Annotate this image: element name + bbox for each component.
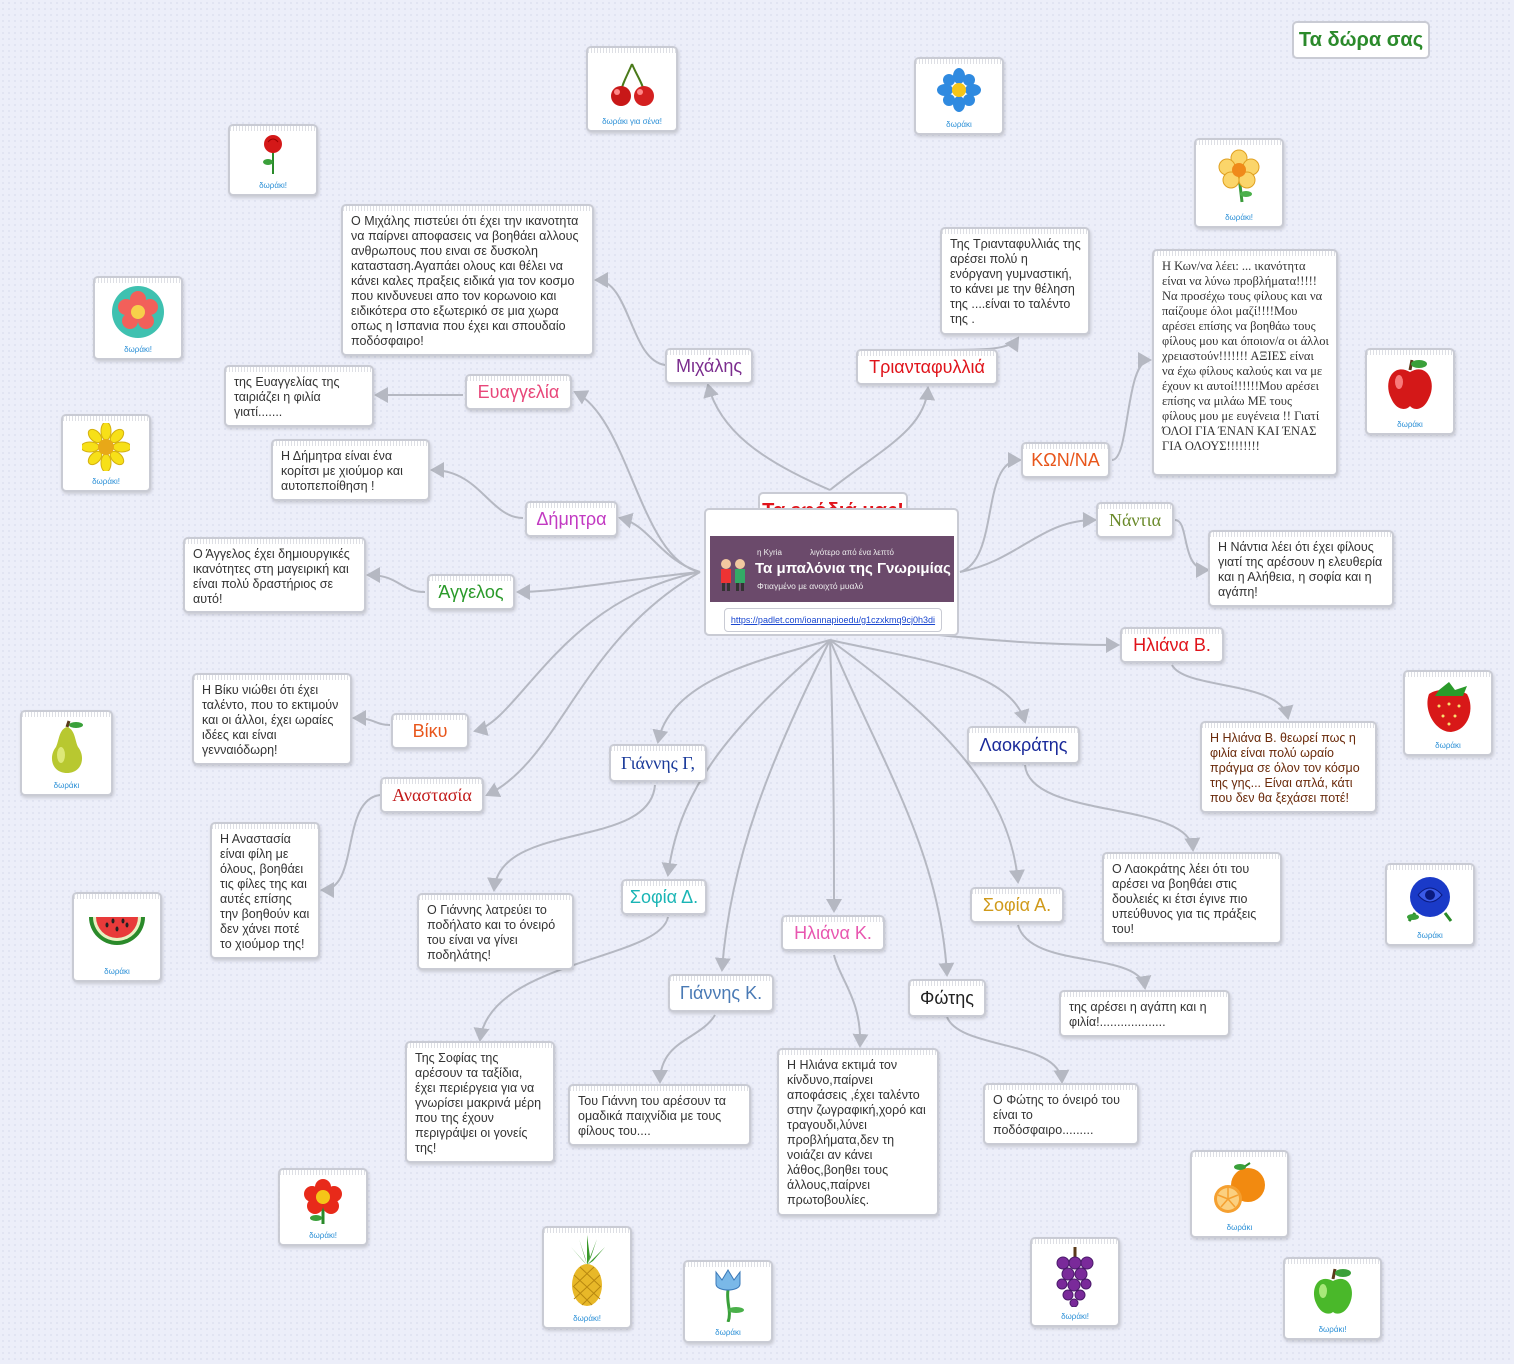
name-sofia-a[interactable]: Σοφία Α. bbox=[970, 887, 1064, 923]
gift-caption: δωράκι! bbox=[309, 1231, 337, 1240]
gift-caption: δωράκι! bbox=[573, 1314, 601, 1323]
gift-strawberry[interactable]: δωράκι bbox=[1403, 670, 1493, 756]
gift-caption: δωράκι bbox=[1226, 1223, 1253, 1232]
gift-caption: δωράκι bbox=[104, 967, 130, 976]
gift-tulip[interactable]: δωράκι bbox=[683, 1260, 773, 1343]
blue-rose-icon bbox=[1407, 877, 1453, 922]
note-giannis-g[interactable]: Ο Γιάννης λατρεύει το ποδήλατο και το όν… bbox=[417, 893, 574, 970]
red-flower-icon bbox=[304, 1178, 342, 1224]
gift-caption: δωράκι! bbox=[92, 477, 120, 486]
grapes-icon bbox=[1056, 1246, 1094, 1307]
cherries-icon bbox=[611, 63, 654, 106]
banner-subtitle: Φτιαγμένο με ανοιχτό μυαλό bbox=[757, 581, 864, 591]
center-padlet-card[interactable]: η Kyria λιγότερο από ένα λεπτό Τα μπαλόν… bbox=[704, 508, 959, 636]
banner-time: λιγότερο από ένα λεπτό bbox=[810, 548, 894, 557]
gift-caption: δωράκι bbox=[53, 781, 80, 790]
gift-rose[interactable]: δωράκι! bbox=[228, 124, 318, 196]
banner-name: Τα μπαλόνια της Γνωριμίας bbox=[755, 560, 951, 577]
note-sofia-a[interactable]: της αρέσει η αγάπη και η φιλία!.........… bbox=[1059, 990, 1230, 1037]
note-fotis[interactable]: Ο Φώτης το όνειρό του είναι το ποδόσφαιρ… bbox=[983, 1083, 1139, 1145]
gift-apple[interactable]: δωράκι bbox=[1365, 348, 1455, 435]
gift-grapes[interactable]: δωράκι! bbox=[1030, 1237, 1120, 1327]
pineapple-icon bbox=[571, 1235, 605, 1306]
gifts-title[interactable]: Τα δώρα σας bbox=[1292, 21, 1430, 59]
name-kona[interactable]: ΚΩΝ/ΝΑ bbox=[1021, 442, 1110, 478]
name-anastasia[interactable]: Αναστασία bbox=[380, 777, 484, 813]
gift-caption: δωράκι για σένα! bbox=[602, 117, 662, 126]
gift-caption: δωράκι bbox=[946, 120, 972, 129]
gift-caption: δωράκι! bbox=[1061, 1312, 1089, 1321]
name-triantafyllia[interactable]: Τριανταφυλλιά bbox=[856, 349, 998, 385]
name-iliana-k[interactable]: Ηλιάνα Κ. bbox=[781, 915, 885, 951]
blue-tulip-icon bbox=[715, 1269, 744, 1322]
gift-caption: δωράκι bbox=[715, 1328, 741, 1337]
gift-red-flower[interactable]: δωράκι! bbox=[278, 1168, 368, 1246]
name-sofia-d[interactable]: Σοφία Δ. bbox=[621, 879, 707, 915]
note-dimitra[interactable]: Η Δήμητρα είναι ένα κορίτσι με χιούμορ κ… bbox=[271, 439, 430, 501]
gift-caption: δωράκι! bbox=[259, 181, 287, 190]
note-anastasia[interactable]: Η Αναστασία είναι φίλη με όλους, βοηθάει… bbox=[210, 822, 320, 959]
pink-flower-icon bbox=[112, 285, 164, 338]
watermelon-icon bbox=[89, 916, 145, 945]
rose-icon bbox=[263, 134, 282, 174]
orange-icon bbox=[1213, 1161, 1265, 1213]
name-giannis-k[interactable]: Γιάννης Κ. bbox=[668, 974, 774, 1012]
children-icon bbox=[721, 559, 745, 591]
gift-blue-rose[interactable]: δωράκι bbox=[1385, 863, 1475, 946]
note-michalis[interactable]: Ο Μιχάλης πιστεύει ότι έχει την ικανοτητ… bbox=[341, 204, 594, 356]
name-iliana-v[interactable]: Ηλιάνα Β. bbox=[1120, 627, 1224, 663]
gift-cherries[interactable]: δωράκι για σένα! bbox=[586, 46, 678, 132]
gift-green-apple[interactable]: δωράκι! bbox=[1283, 1257, 1382, 1340]
note-kona[interactable]: Η Κων/να λέει: ... ικανότητα είναι να λύ… bbox=[1152, 249, 1338, 476]
gift-caption: δωράκι! bbox=[124, 345, 152, 354]
red-apple-icon bbox=[1388, 359, 1432, 409]
note-iliana-v[interactable]: Η Ηλιάνα Β. θεωρεί πως η φιλία είναι πολ… bbox=[1200, 721, 1377, 813]
note-viky[interactable]: Η Βίκυ νιώθει ότι έχει ταλέντο, που το ε… bbox=[192, 673, 352, 765]
note-angelos[interactable]: Ο Άγγελος έχει δημιουργικές ικανότητες σ… bbox=[183, 537, 366, 613]
name-evangelia[interactable]: Ευαγγελία bbox=[465, 374, 572, 410]
name-viky[interactable]: Βίκυ bbox=[391, 713, 469, 749]
name-fotis[interactable]: Φώτης bbox=[908, 979, 986, 1017]
gift-watermelon[interactable]: δωράκι bbox=[72, 892, 162, 982]
gift-caption: δωράκι bbox=[1435, 741, 1461, 750]
name-laokratis[interactable]: Λαοκράτης bbox=[967, 726, 1080, 764]
gift-caption: δωράκι! bbox=[1318, 1325, 1347, 1334]
note-laokratis[interactable]: Ο Λαοκράτης λέει ότι του αρέσει να βοηθά… bbox=[1102, 852, 1282, 944]
name-giannis-g[interactable]: Γιάννης Γ, bbox=[609, 744, 707, 782]
banner-author: η Kyria bbox=[757, 548, 782, 557]
name-angelos[interactable]: Άγγελος bbox=[427, 574, 515, 610]
note-giannis-k[interactable]: Του Γιάννη του αρέσουν τα ομαδικά παιχνί… bbox=[568, 1084, 751, 1146]
padlet-link[interactable]: https://padlet.com/ioannapioedu/g1czxkmq… bbox=[724, 608, 942, 632]
gift-pineapple[interactable]: δωράκι! bbox=[542, 1226, 632, 1329]
name-nantia[interactable]: Νάντια bbox=[1096, 502, 1174, 538]
note-evangelia[interactable]: της Ευαγγελίας της ταιριάζει η φιλία για… bbox=[224, 365, 374, 427]
note-iliana-k[interactable]: Η Ηλιάνα εκτιμά τον κίνδυνο,παίρνει αποφ… bbox=[777, 1048, 939, 1216]
note-nantia[interactable]: Η Νάντια λέει ότι έχει φίλους γιατί της … bbox=[1208, 530, 1394, 607]
gift-yellow-flower[interactable]: δωράκι! bbox=[1194, 138, 1284, 228]
pear-icon bbox=[51, 720, 83, 773]
blue-flower-icon bbox=[937, 67, 981, 112]
green-apple-icon bbox=[1313, 1268, 1352, 1314]
gift-sunflower[interactable]: δωράκι! bbox=[61, 414, 151, 492]
name-dimitra[interactable]: Δήμητρα bbox=[525, 501, 618, 537]
gift-pink-flower[interactable]: δωράκι! bbox=[93, 276, 183, 360]
gift-caption: δωράκι bbox=[1397, 420, 1423, 429]
gift-caption: δωράκι! bbox=[1225, 213, 1253, 222]
gift-pear[interactable]: δωράκι bbox=[20, 710, 113, 796]
gift-orange[interactable]: δωράκι bbox=[1190, 1150, 1289, 1238]
note-sofia-d[interactable]: Της Σοφίας της αρέσουν τα ταξίδια, έχει … bbox=[405, 1041, 555, 1163]
padlet-banner[interactable]: η Kyria λιγότερο από ένα λεπτό Τα μπαλόν… bbox=[710, 536, 954, 602]
name-michalis[interactable]: Μιχάλης bbox=[665, 348, 753, 384]
sunflower-icon bbox=[82, 422, 130, 471]
note-triantafyllia[interactable]: Της Τριανταφυλλιάς της αρέσει πολύ η ενό… bbox=[940, 227, 1090, 335]
yellow-flower-icon bbox=[1218, 149, 1260, 202]
strawberry-icon bbox=[1427, 681, 1471, 732]
gift-caption: δωράκι bbox=[1417, 931, 1443, 940]
gift-blue-daisy[interactable]: δωράκι bbox=[914, 57, 1004, 135]
